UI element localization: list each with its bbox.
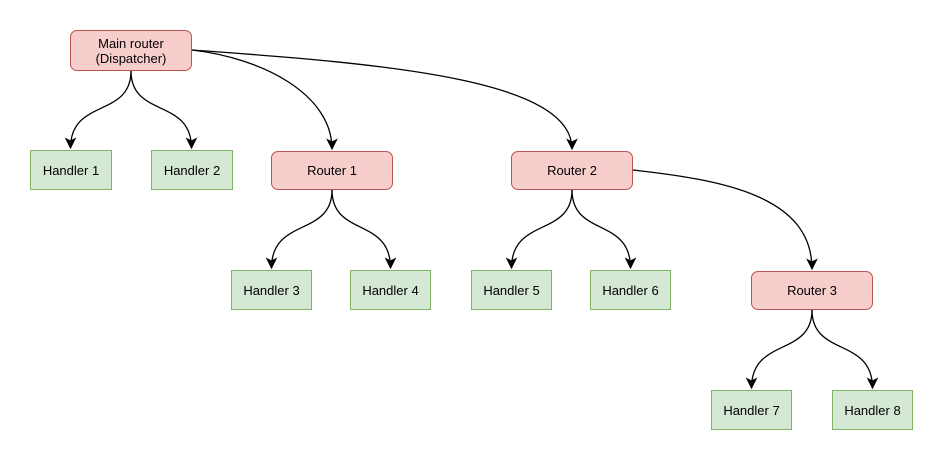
edge-router3-to-handler7 [745,309,813,390]
edge-router3-to-handler8 [811,309,879,390]
edge-main-to-router1 [191,49,338,151]
node-handler-8: Handler 8 [832,390,913,430]
edge-router1-to-handler4 [331,189,397,270]
node-handler-4: Handler 4 [350,270,431,310]
node-handler-1: Handler 1 [30,150,112,190]
node-router-1: Router 1 [271,151,393,190]
node-router-3: Router 3 [751,271,873,310]
node-router-2: Router 2 [511,151,633,190]
edge-router2-to-handler6 [571,189,637,270]
edge-main-to-router2 [191,49,578,151]
node-main-router: Main router (Dispatcher) [70,30,192,71]
edge-router1-to-handler3 [265,189,333,270]
node-handler-2: Handler 2 [151,150,233,190]
edge-main-to-handler2 [130,70,198,150]
edge-router2-to-handler5 [505,189,573,270]
edge-router2-to-router3 [632,169,818,271]
node-handler-7: Handler 7 [711,390,792,430]
node-handler-6: Handler 6 [590,270,671,310]
node-handler-3: Handler 3 [231,270,312,310]
edge-main-to-handler1 [64,70,132,150]
node-handler-5: Handler 5 [471,270,552,310]
